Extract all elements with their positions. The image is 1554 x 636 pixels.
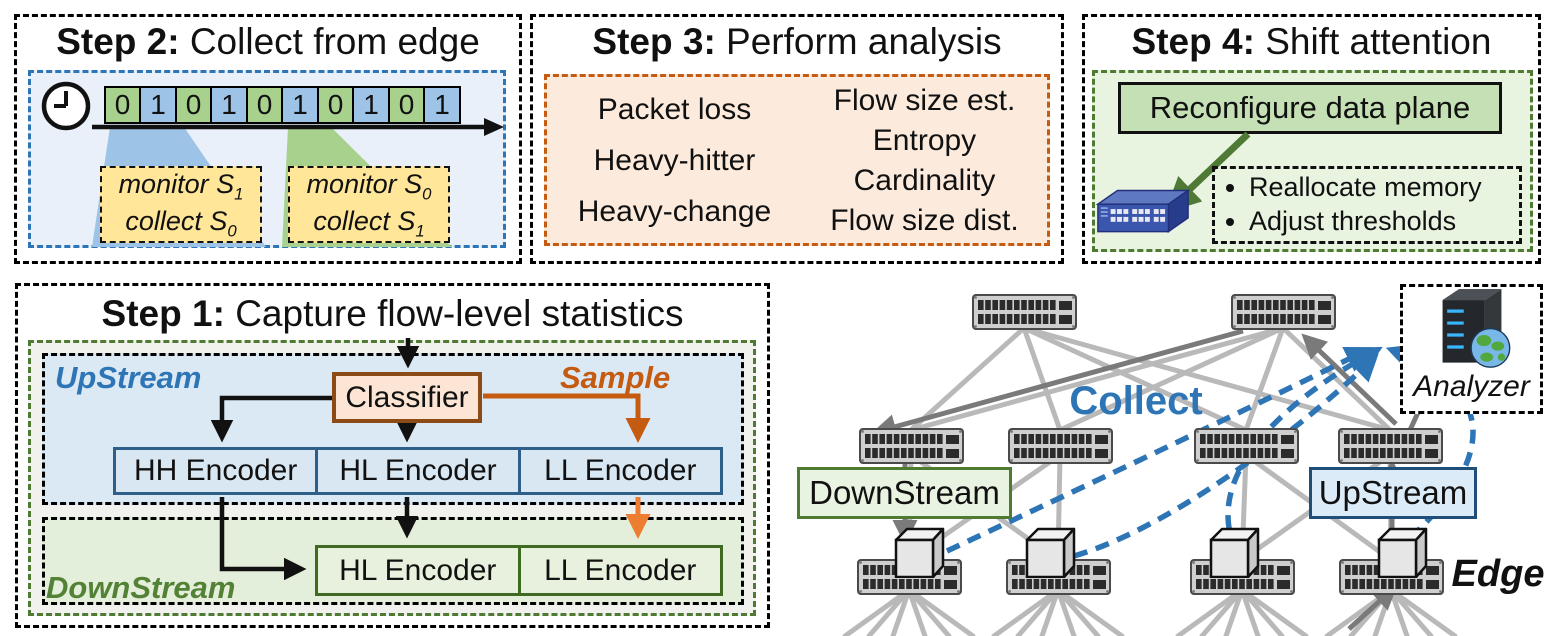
analysis-item: Heavy-change [577, 194, 772, 228]
globe-icon [1469, 327, 1510, 368]
analyzer-box: Analyzer [1400, 284, 1543, 414]
agg-switch [1008, 428, 1113, 464]
classifier-box: Classifier [332, 372, 482, 423]
sketch-cube [894, 527, 945, 578]
sample-label: Sample [560, 360, 671, 395]
downstream-encoder-row: HL Encoder LL Encoder [315, 545, 723, 596]
callout-monitor-s0: monitor S0 collect S1 [288, 166, 450, 243]
switches [857, 294, 1444, 595]
timeline-arrowhead [484, 118, 504, 136]
hh-encoder: HH Encoder [133, 454, 298, 487]
step2-title: Step 2: Collect from edge [17, 21, 519, 64]
ll-encoder-down: LL Encoder [517, 548, 721, 593]
bullet-item: Reallocate memory [1249, 171, 1519, 205]
step3-title-bold: Step 3: [592, 21, 716, 62]
timeline-cell: 0 [316, 86, 355, 124]
core-switch [1231, 294, 1336, 330]
timeline-cell: 0 [103, 86, 142, 124]
downstream-region-label: DownStream [46, 570, 236, 605]
sample-to-ll-arrow [483, 393, 651, 443]
analysis-item: Flow size dist. [830, 204, 1019, 237]
switch-icon [1095, 189, 1191, 234]
classifier-to-hh-arrow [210, 395, 332, 443]
upstream-encoder-row: HH Encoder HL Encoder LL Encoder [113, 447, 723, 495]
downstream-box: DownStream [797, 467, 1012, 519]
edge-label: Edge [1452, 553, 1545, 595]
callout-line: collect S0 [125, 205, 237, 240]
step4-title: Step 4: Shift attention [1085, 21, 1538, 64]
timeline-cell: 1 [281, 86, 319, 124]
analysis-item: Flow size est. [833, 84, 1016, 117]
callout-line: collect S1 [313, 205, 425, 240]
classifier-label: Classifier [345, 380, 469, 414]
hh-to-downstream-arrow [219, 497, 307, 581]
bullet-item: Adjust thresholds [1249, 205, 1519, 239]
timeline-cell: 0 [387, 86, 426, 124]
step1-arrows [210, 338, 651, 581]
step4-title-bold: Step 4: [1131, 21, 1255, 62]
collect-label: Collect [1069, 379, 1202, 423]
step1-title-rest: Capture flow-level statistics [235, 293, 684, 334]
reconfigure-label: Reconfigure data plane [1149, 90, 1471, 125]
timeline-cell: 1 [210, 86, 248, 124]
timeline-cell: 0 [245, 86, 284, 124]
timeline-cell: 1 [423, 86, 461, 124]
server-icon [1442, 289, 1510, 368]
step3-left-column: Packet loss Heavy-hitter Heavy-change [557, 85, 792, 237]
core-switch [972, 294, 1077, 330]
upstream-box: UpStream [1309, 467, 1477, 519]
step2-title-rest: Collect from edge [189, 21, 480, 62]
sketch-cube [1209, 527, 1260, 578]
sketch-cube [1025, 527, 1076, 578]
callout-line: monitor S1 [118, 168, 244, 204]
topology-graphic: Collect Edge [842, 294, 1545, 636]
timeline-cell: 1 [139, 86, 177, 124]
step4-bullet-box: Reallocate memory Adjust thresholds [1212, 166, 1522, 244]
step4-bullet-list: Reallocate memory Adjust thresholds [1249, 171, 1519, 239]
agg-switch [1338, 428, 1443, 464]
step2-title-bold: Step 2: [56, 21, 180, 62]
timeline-cell: 1 [352, 86, 390, 124]
analysis-item: Entropy [872, 124, 977, 157]
timeline-cell: 0 [174, 86, 213, 124]
upstream-region-label: UpStream [55, 360, 202, 395]
step4-title-rest: Shift attention [1265, 21, 1492, 62]
step3-right-column: Flow size est. Entropy Cardinality Flow … [802, 81, 1047, 241]
agg-switch [859, 428, 964, 464]
step1-title-bold: Step 1: [101, 293, 225, 334]
ll-encoder: LL Encoder [517, 450, 720, 492]
step1-title: Step 1: Capture flow-level statistics [18, 293, 767, 336]
analysis-item: Heavy-hitter [593, 143, 756, 177]
agg-switch [1194, 428, 1299, 464]
analysis-item: Packet loss [597, 93, 752, 127]
step3-analysis-box: Packet loss Heavy-hitter Heavy-change Fl… [544, 74, 1050, 246]
step3-title: Step 3: Perform analysis [533, 21, 1061, 64]
upstream-box-label: UpStream [1318, 474, 1468, 511]
reconfigure-data-plane-box: Reconfigure data plane [1118, 82, 1502, 134]
callout-monitor-s1: monitor S1 collect S0 [100, 166, 262, 243]
clock-icon [41, 81, 91, 131]
hl-encoder-down: HL Encoder [339, 553, 497, 587]
timeline-cells: 0 1 0 1 0 1 0 1 0 1 [103, 86, 461, 124]
hl-encoder: HL Encoder [315, 450, 517, 492]
sketch-cube [1377, 527, 1428, 578]
analysis-item: Cardinality [853, 164, 996, 197]
downstream-box-label: DownStream [809, 474, 1000, 511]
step3-title-rest: Perform analysis [726, 21, 1002, 62]
analyzer-label: Analyzer [1413, 370, 1530, 403]
callout-line: monitor S0 [306, 168, 432, 204]
